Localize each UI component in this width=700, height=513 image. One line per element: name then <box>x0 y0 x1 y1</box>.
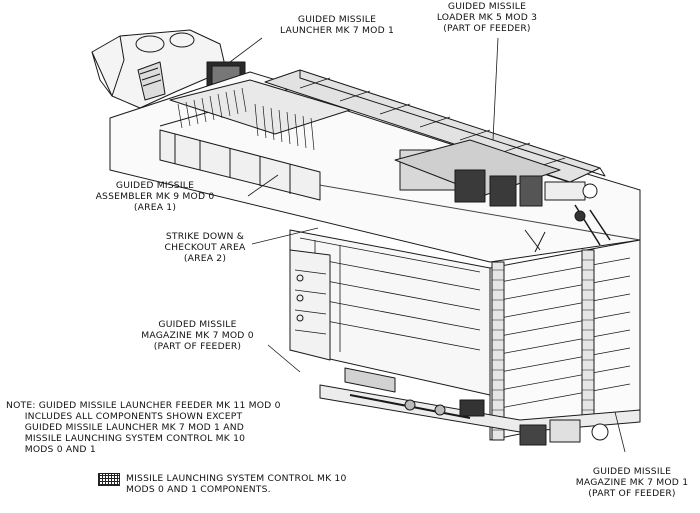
legend-hatch-swatch <box>98 473 120 486</box>
label-loader: GUIDED MISSILE LOADER MK 5 MOD 3 (PART O… <box>436 1 538 34</box>
magazine-stacks <box>489 239 641 441</box>
label-magazine-mod1: GUIDED MISSILE MAGAZINE MK 7 MOD 1 (PART… <box>575 466 689 499</box>
label-strike-down: STRIKE DOWN & CHECKOUT AREA (AREA 2) <box>164 231 246 264</box>
loader-machinery <box>394 139 611 253</box>
label-assembler: GUIDED MISSILE ASSEMBLER MK 9 MOD 0 (ARE… <box>95 180 215 213</box>
label-launcher: GUIDED MISSILE LAUNCHER MK 7 MOD 1 <box>279 14 395 36</box>
magazine-left-stack <box>289 249 331 361</box>
legend-text: MISSILE LAUNCHING SYSTEM CONTROL MK 10 M… <box>126 473 347 495</box>
base-plate <box>319 367 641 446</box>
leader-lines <box>229 37 626 453</box>
note-text: NOTE: GUIDED MISSILE LAUNCHER FEEDER MK … <box>6 400 281 455</box>
label-magazine-mod0: GUIDED MISSILE MAGAZINE MK 7 MOD 0 (PART… <box>141 319 254 352</box>
assembler-racks <box>159 79 351 201</box>
